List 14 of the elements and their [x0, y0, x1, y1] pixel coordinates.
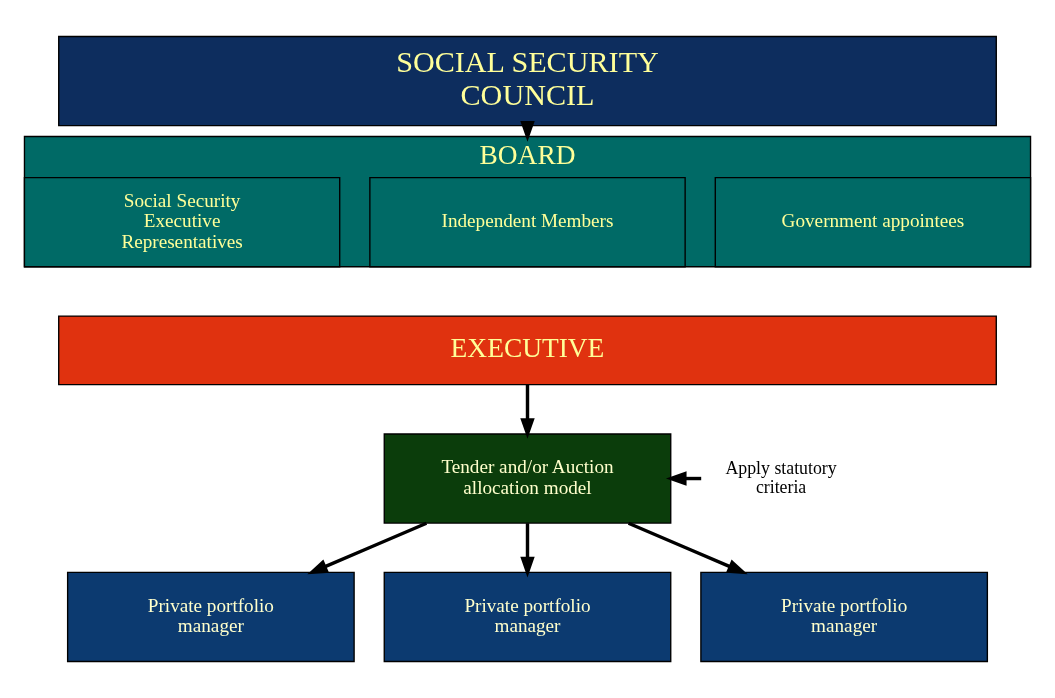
arrow [307, 521, 428, 575]
arrow [520, 523, 535, 578]
arrow [520, 121, 535, 142]
arrow [520, 384, 535, 439]
node-box: Private portfolio manager [66, 571, 355, 663]
node-text: Apply statutory criteria [725, 457, 837, 497]
node-box: Social Security Executive Representatives [23, 176, 341, 268]
node-box: Independent Members [369, 176, 686, 268]
node-box: Private portfolio manager [700, 571, 989, 663]
node-box: Government appointees [714, 176, 1032, 268]
node-box: EXECUTIVE [58, 315, 997, 386]
node-box: Private portfolio manager [383, 571, 672, 663]
node-box: Tender and/or Auction allocation model [383, 433, 672, 524]
arrow [627, 521, 748, 575]
